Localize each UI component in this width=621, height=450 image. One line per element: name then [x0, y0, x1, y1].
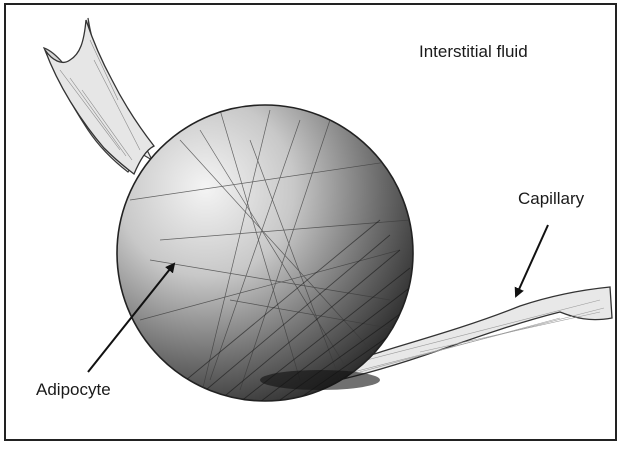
- adipocyte-label: Adipocyte: [36, 380, 111, 400]
- interstitial-fluid-label: Interstitial fluid: [419, 42, 528, 62]
- capillary-upper-body: [45, 20, 154, 174]
- adipocyte-shadow: [260, 370, 380, 390]
- capillary-pointer-arrow: [516, 225, 548, 296]
- capillary-label: Capillary: [518, 189, 584, 209]
